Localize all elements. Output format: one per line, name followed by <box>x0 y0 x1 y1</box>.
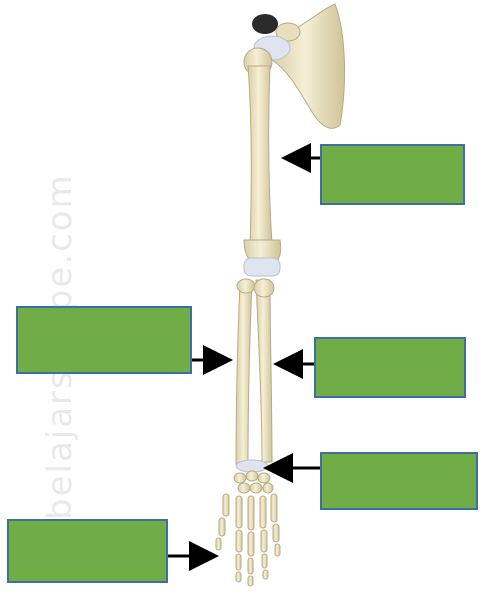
olecranon <box>254 279 274 297</box>
finger-bones <box>216 494 280 586</box>
wrist-cartilage <box>236 460 268 472</box>
label-box-left-mid[interactable] <box>16 306 192 374</box>
label-box-wrist[interactable] <box>320 452 478 510</box>
label-box-right-mid[interactable] <box>314 337 466 398</box>
elbow-cartilage <box>244 258 280 276</box>
label-box-humerus[interactable] <box>320 144 465 205</box>
humerus <box>248 66 272 245</box>
radius <box>236 282 252 464</box>
clavicle-end <box>252 14 278 34</box>
carpals <box>234 471 273 493</box>
ulna <box>256 280 272 462</box>
scapula <box>272 4 345 128</box>
radial-head <box>237 279 255 293</box>
label-box-hand[interactable] <box>7 519 168 583</box>
